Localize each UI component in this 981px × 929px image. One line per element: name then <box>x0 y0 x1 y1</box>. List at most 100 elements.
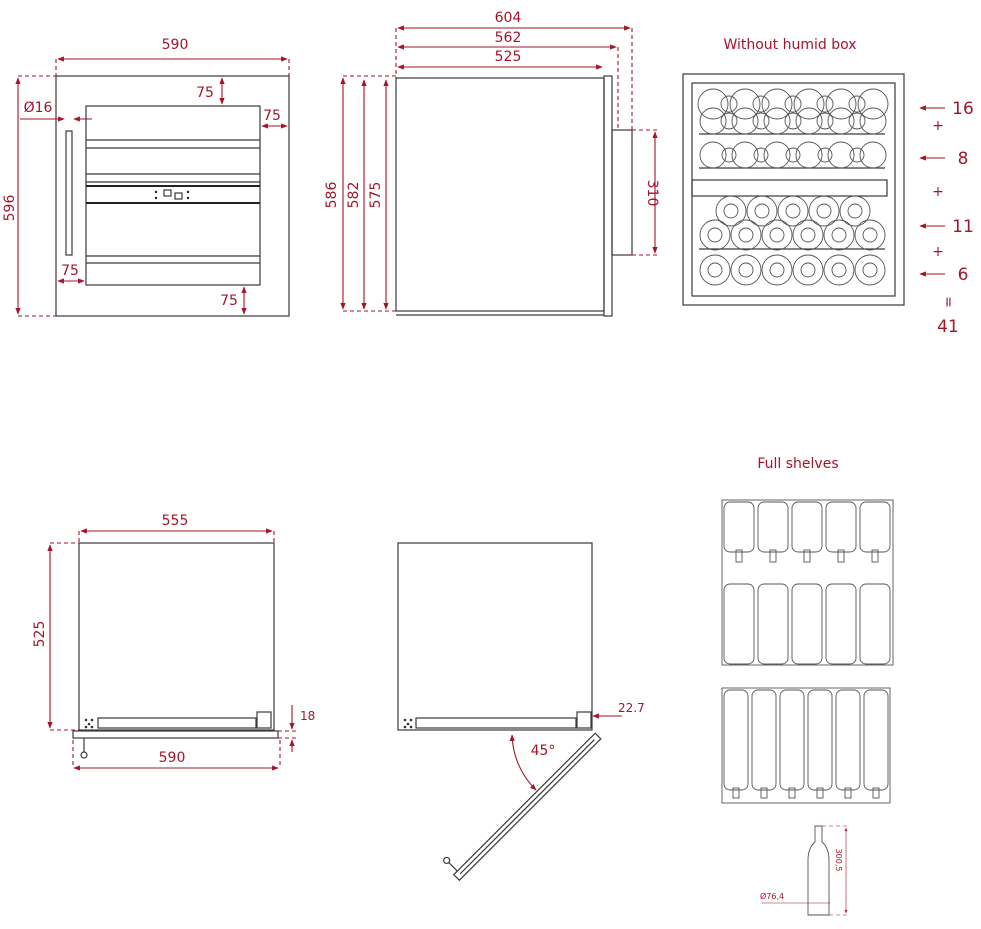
capacity-title: Without humid box <box>723 37 856 53</box>
height-1-label: 586 <box>324 182 340 209</box>
row-count-4: 6 <box>958 265 969 285</box>
row-count-3: 11 <box>952 217 974 237</box>
bottle-neck <box>788 787 796 799</box>
bottle-end <box>823 219 855 251</box>
full-shelves-view: Full shelves 300,5 Ø76,4 <box>721 456 894 916</box>
bottle-neck <box>803 549 811 563</box>
bottle-end <box>730 219 762 251</box>
bottle-end <box>827 107 855 135</box>
bottle-end <box>785 147 801 163</box>
hinge <box>256 711 272 729</box>
bottle-side <box>825 501 857 553</box>
bottle-end <box>857 88 889 120</box>
bottle-end <box>849 147 865 163</box>
bottle-end <box>795 107 823 135</box>
bottle-end <box>862 227 878 243</box>
bottle-end <box>800 227 816 243</box>
bottle-end <box>699 254 731 286</box>
bottle-end <box>699 107 727 135</box>
bottle-end <box>731 141 759 169</box>
door-thickness-label: 18 <box>300 709 315 723</box>
bottle-end <box>738 227 754 243</box>
bottle-neck <box>732 787 740 799</box>
bottle-end <box>848 95 866 113</box>
bottle-end <box>859 107 887 135</box>
height-2-label: 582 <box>346 182 362 209</box>
bottle-end <box>862 262 878 278</box>
bottle-end <box>777 195 809 227</box>
side-view: 604 562 525 586 582 575 310 <box>324 10 660 317</box>
bottle-end <box>816 95 834 113</box>
hinge-block <box>611 129 633 256</box>
height-3-label: 575 <box>368 182 384 209</box>
bottle-end <box>793 88 825 120</box>
control-panel-icon <box>154 189 190 200</box>
bottle-side <box>751 689 777 791</box>
bottle-side <box>723 689 749 791</box>
bottle-side <box>723 583 755 665</box>
plus-sign: + <box>932 244 944 260</box>
hinge-height-label: 310 <box>644 180 660 207</box>
plus-sign: + <box>932 184 944 200</box>
total-count: 41 <box>937 317 959 337</box>
bottle-end <box>839 195 871 227</box>
bottle-end <box>763 107 791 135</box>
bottle-neck <box>844 787 852 799</box>
front-view: 590 596 75 75 Ø16 75 75 <box>2 37 290 317</box>
bottle-side <box>863 689 889 791</box>
cabinet-top <box>397 542 593 731</box>
equals-sign: = <box>940 296 956 308</box>
bottle-ends <box>697 88 889 286</box>
bottle-neck <box>872 787 880 799</box>
bottle-neck <box>769 549 777 563</box>
bottle-neck <box>816 787 824 799</box>
bottle-side <box>835 689 861 791</box>
bottle-side <box>757 583 789 665</box>
control-panel <box>691 179 888 197</box>
bottle-side <box>757 501 789 553</box>
bottle-end <box>761 254 793 286</box>
gap-left-label: 75 <box>61 263 79 279</box>
bottle-end <box>816 112 834 130</box>
handle-knob <box>80 751 88 759</box>
bottle-side <box>825 583 857 665</box>
bottle-end <box>729 88 761 120</box>
lower-shelf-bottles <box>721 687 891 804</box>
gap-bottom-label: 75 <box>220 293 238 309</box>
bottle-end <box>753 147 769 163</box>
open-door <box>443 732 602 882</box>
overall-width-label: 590 <box>159 750 186 766</box>
bottle-end <box>816 203 832 219</box>
bottle-end <box>817 147 833 163</box>
bottle-end <box>763 141 791 169</box>
bottle-end <box>831 227 847 243</box>
bottle-height-label: 300,5 <box>834 849 843 872</box>
bottle-end <box>697 88 729 120</box>
bottle-side <box>779 689 805 791</box>
width-label: 555 <box>162 513 189 529</box>
shelf-frame <box>721 687 891 804</box>
bottle-side <box>791 501 823 553</box>
bottle-end <box>723 203 739 219</box>
bottle-end <box>754 203 770 219</box>
bottle-end <box>769 262 785 278</box>
upper-shelf-bottles <box>721 499 894 666</box>
bottle-end <box>831 262 847 278</box>
full-shelves-title: Full shelves <box>757 456 838 472</box>
bottle-end <box>827 141 855 169</box>
top-view-closed: 555 525 18 590 <box>32 513 315 771</box>
bottle-end <box>752 112 770 130</box>
bottle-side <box>807 689 833 791</box>
bottle-end <box>699 219 731 251</box>
gap-right-label: 75 <box>263 108 281 124</box>
bottle-side <box>859 583 891 665</box>
cabinet-body <box>395 77 605 312</box>
handle-diameter-label: Ø16 <box>24 100 53 116</box>
depth-label: 525 <box>32 621 48 648</box>
bottle-end <box>707 227 723 243</box>
door-side <box>603 75 613 317</box>
capacity-arrows <box>919 105 945 277</box>
bottle-neck <box>735 549 743 563</box>
niche-outline <box>55 75 290 317</box>
